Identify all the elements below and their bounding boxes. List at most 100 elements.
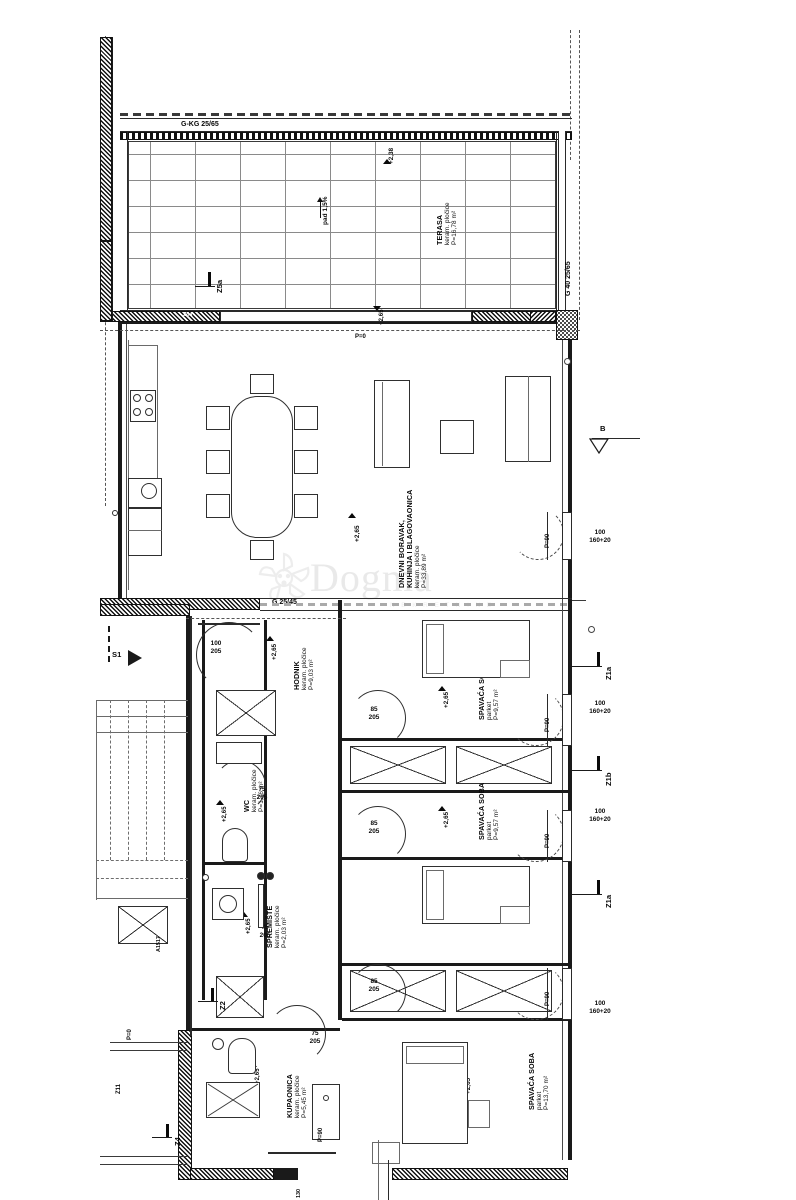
window-dim-east-3-w: 100	[594, 808, 606, 815]
dining-chair-head-bottom	[250, 540, 274, 560]
terrace-north-inner-line	[120, 131, 572, 132]
stair-dash-h-2	[96, 878, 188, 879]
door-dim-kupaonica-h: 205	[309, 1037, 321, 1045]
room-label-hodnik: HODNIK keram. pločice P=9,03 m²	[292, 647, 315, 690]
window-dim-east-1-h: 160+20	[589, 536, 611, 544]
spavaca-2-finish: parket	[486, 821, 494, 840]
spavaca-1-elevation-marker	[438, 686, 446, 691]
bath-sink	[212, 1038, 224, 1050]
corridor-west-wall	[186, 610, 190, 1030]
east-wall-vent-1	[564, 358, 571, 365]
hodnik-upper-axis	[186, 618, 346, 619]
bed-1-pillow	[426, 624, 444, 674]
west-outer-wall-lower	[178, 1030, 192, 1180]
dnevni-elevation-value: +2,65	[354, 525, 361, 542]
window-tag-z5a: Z5a	[215, 279, 224, 293]
burner-1	[133, 394, 141, 402]
terrace-slider-opening	[220, 311, 472, 322]
stair-line-3	[96, 732, 188, 733]
living-elevation-marker-top	[373, 306, 381, 311]
bottom-center-line-2	[378, 1140, 379, 1200]
room-label-spavaca-2: SPAVAĆA SOBA parket P=9,57 m²	[477, 783, 501, 840]
wardrobe-bed-2	[456, 746, 552, 784]
dnevni-area: P=33,89 m²	[421, 553, 429, 588]
window-tag-z2: Z2	[218, 1001, 227, 1010]
spremiste-area: P=2,03 m²	[281, 917, 289, 948]
bedroom-divider-4	[342, 963, 568, 966]
stair-west-line	[96, 700, 97, 900]
kitchen-sink-bowl	[141, 483, 157, 499]
apartment-east-wall-lower-inner	[562, 600, 563, 1160]
corridor-east-wall	[338, 600, 342, 1020]
beam-label-living-south: G 25/45	[272, 599, 297, 606]
east-opening-living	[562, 512, 572, 560]
window-tag-z1a: Z1a	[604, 666, 613, 680]
east-tick-4	[572, 894, 602, 895]
dining-chair-head-top	[250, 374, 274, 394]
section-marker-b-label: B	[600, 424, 606, 433]
east-wall-vent-2	[588, 626, 595, 633]
bottom-center-line	[388, 1160, 389, 1200]
bath-south-opening	[268, 1152, 336, 1154]
lower-left-tick-z4	[152, 1137, 172, 1138]
door-dim-bedroom-1-w: 85	[370, 706, 378, 713]
dining-chair-5	[294, 450, 318, 474]
door-dim-hodnik-h: 205	[210, 647, 222, 655]
door-swing-hodnik	[196, 622, 262, 688]
door-label-terrace-slider: P=0	[355, 334, 366, 340]
door-leaf-bed2-east	[547, 810, 548, 862]
door-label-bed2-east: P=90	[545, 833, 551, 848]
bed-2-pillow	[426, 870, 444, 920]
bedroom-divider-3	[342, 857, 568, 860]
door-swing-bedroom-2	[350, 806, 406, 862]
door-dim-spremiste: 75 205	[250, 924, 280, 939]
terasa-slope-note: pad 1,5%	[322, 196, 329, 225]
window-dim-east-4-h: 160+20	[589, 1007, 611, 1015]
spavaca-3-finish: parket	[536, 1091, 544, 1110]
door-swing-living-east	[512, 508, 564, 560]
kitchen-appliance	[112, 510, 118, 516]
stair-dash-2	[128, 700, 129, 860]
apartment-west-wall	[118, 322, 122, 600]
door-swing-kupaonica	[268, 1005, 326, 1063]
apartment-east-wall-lower	[568, 600, 572, 1160]
dining-chair-6	[294, 494, 318, 518]
washing-machine-drum	[219, 895, 237, 913]
window-dim-east-4-w: 100	[594, 1000, 606, 1007]
terrace-tick-z5a	[195, 286, 215, 287]
terasa-name: TERASA	[435, 214, 444, 245]
slope-arrow	[317, 197, 323, 202]
east-tick-2	[572, 666, 602, 667]
lower-left-line-4	[100, 1164, 188, 1165]
section-s1-dashline	[108, 626, 110, 662]
stair-block-top-wall	[100, 604, 190, 616]
door-label-bed3-east: P=90	[545, 991, 551, 1006]
door-label-bed1-east: P=90	[545, 717, 551, 732]
wardrobe-corridor-1	[216, 690, 276, 736]
door-swing-bedroom-3	[350, 964, 406, 1020]
hodnik-finish: keram. pločice	[301, 647, 309, 690]
door-dim-bedroom-1: 85 205	[358, 706, 390, 721]
door-dim-spremiste-h: 205	[259, 931, 271, 939]
slope-arrow-stem	[320, 202, 321, 218]
axis-line-east	[570, 30, 571, 160]
sofa-back-line	[382, 382, 383, 466]
door-dim-bedroom-2-w: 85	[370, 820, 378, 827]
door-label-bath-south: P=90	[318, 1127, 324, 1142]
window-dim-east-1: 100 160+20	[578, 529, 622, 544]
terrace-parapet-band	[120, 132, 572, 140]
west-wall-outer-edge	[112, 37, 113, 321]
door-dim-bedroom-1-h: 205	[368, 713, 380, 721]
lower-left-tag-p0: P=0	[127, 1029, 133, 1040]
window-dim-east-4: 100 160+20	[578, 1000, 622, 1015]
burner-4	[145, 408, 153, 416]
wardrobe-bed-1	[350, 746, 446, 784]
spavaca-2-area: P=9,57 m²	[493, 809, 501, 840]
window-tag-bar-z2	[211, 988, 214, 1001]
window-dim-east-2: 100 160+20	[578, 700, 622, 715]
terrace-east-beam	[558, 131, 566, 311]
door-dim-bedroom-3-h: 205	[368, 985, 380, 993]
east-tick-3	[572, 770, 602, 771]
door-leaf-hodnik	[198, 623, 260, 625]
window-tag-z1a-2: Z1a	[604, 894, 613, 908]
